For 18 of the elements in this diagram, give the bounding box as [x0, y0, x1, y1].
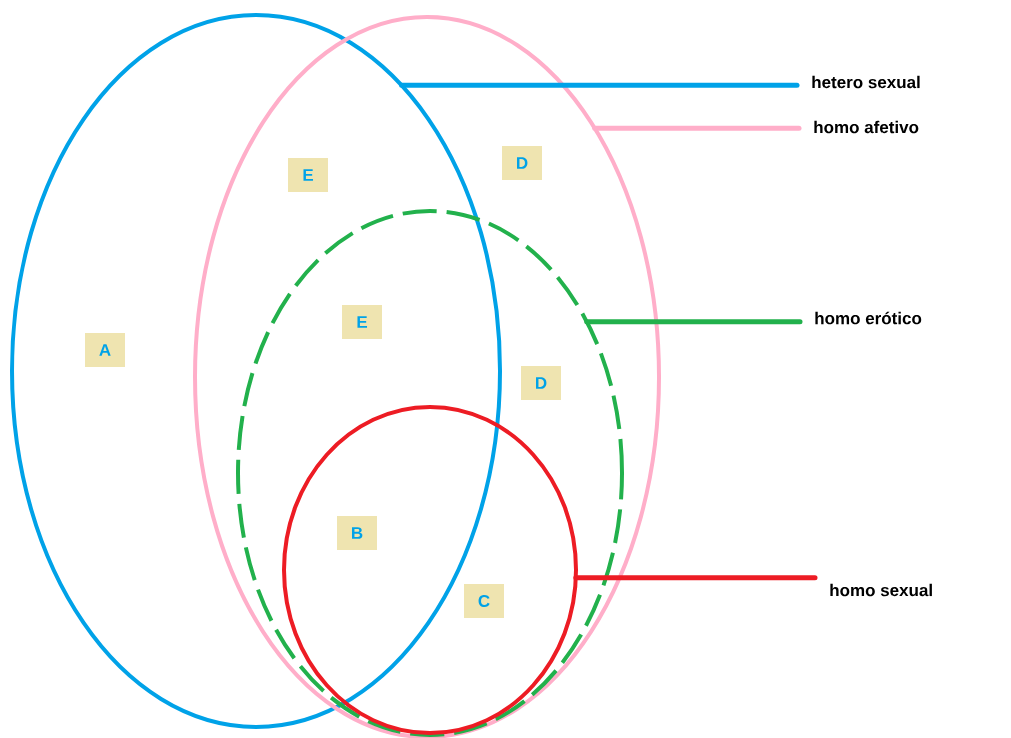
set-label: hetero sexual: [812, 75, 920, 89]
region-label: E: [342, 305, 382, 339]
set-ellipse: [236, 209, 624, 737]
set-label: homo sexual: [830, 583, 932, 597]
leader-line: [573, 575, 818, 581]
set-ellipse: [10, 13, 502, 729]
set-label: homo erótico: [815, 311, 922, 325]
region-label: D: [502, 146, 542, 180]
set-ellipse: [282, 405, 578, 735]
leader-line: [592, 125, 802, 131]
leader-line: [584, 319, 803, 325]
set-label: homo afetivo: [814, 120, 919, 134]
region-label: D: [521, 366, 561, 400]
region-label: E: [288, 158, 328, 192]
region-label: C: [464, 584, 504, 618]
region-label: A: [85, 333, 125, 367]
leader-line: [399, 82, 800, 88]
region-label: B: [337, 516, 377, 550]
